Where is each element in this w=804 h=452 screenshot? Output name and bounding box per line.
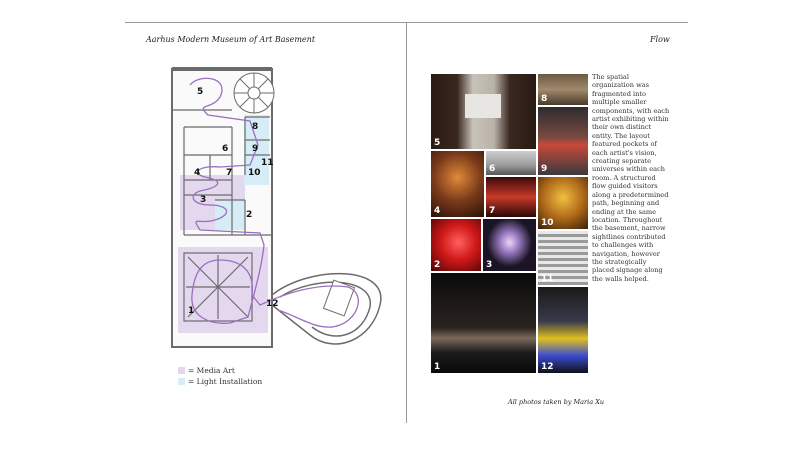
photo-11: 11 bbox=[538, 231, 588, 285]
legend-label: = Media Art bbox=[188, 366, 235, 375]
photo-4: 4 bbox=[431, 151, 484, 217]
photo-8: 8 bbox=[538, 74, 588, 105]
room-label-12: 12 bbox=[266, 299, 279, 309]
light-installation-zone-2 bbox=[215, 200, 245, 230]
photo-5: 5 bbox=[431, 74, 536, 149]
page-title-right: Flow bbox=[650, 35, 670, 44]
room-number-labels: 5 8 6 9 11 4 7 10 3 2 1 12 bbox=[188, 87, 279, 316]
photo-label: 12 bbox=[541, 362, 554, 372]
photo-credit: All photos taken by Maria Xu bbox=[508, 398, 605, 406]
room-label-6: 6 bbox=[222, 144, 228, 154]
photo-label: 10 bbox=[541, 218, 554, 228]
legend-light-installation: = Light Installation bbox=[178, 377, 262, 386]
visitor-path bbox=[189, 77, 359, 328]
room-label-5: 5 bbox=[197, 87, 203, 97]
room-label-10: 10 bbox=[248, 168, 261, 178]
center-divider bbox=[406, 23, 407, 423]
page-title-left: Aarhus Modern Museum of Art Basement bbox=[146, 35, 316, 44]
room-label-7: 7 bbox=[226, 168, 232, 178]
photo-label: 4 bbox=[434, 206, 441, 216]
room-label-8: 8 bbox=[252, 122, 258, 132]
legend-media-art: = Media Art bbox=[178, 366, 235, 375]
ramp-wing bbox=[271, 272, 382, 345]
spiral-stair bbox=[233, 72, 275, 114]
legend-label: = Light Installation bbox=[188, 377, 263, 386]
room-label-2: 2 bbox=[246, 210, 252, 220]
photo-label: 9 bbox=[541, 164, 548, 174]
photo-label: 3 bbox=[486, 260, 493, 270]
room-label-9: 9 bbox=[252, 144, 258, 154]
room-label-3: 3 bbox=[200, 195, 206, 205]
room-label-4: 4 bbox=[194, 168, 200, 178]
photo-7: 7 bbox=[486, 177, 536, 217]
photo-label: 1 bbox=[434, 362, 441, 372]
photo-9: 9 bbox=[538, 107, 588, 175]
photo-6: 6 bbox=[486, 151, 536, 175]
top-rule bbox=[125, 22, 688, 23]
body-text: The spatial organization was fragmented … bbox=[592, 73, 670, 283]
photo-10: 10 bbox=[538, 177, 588, 229]
photo-label: 11 bbox=[541, 274, 554, 284]
photo-label: 7 bbox=[489, 206, 496, 216]
floor-plan: 5 8 6 9 11 4 7 10 3 2 1 12 bbox=[171, 67, 382, 348]
media-art-swatch bbox=[178, 367, 185, 374]
photo-1: 1 bbox=[431, 273, 536, 373]
photo-label: 5 bbox=[434, 138, 441, 148]
photo-label: 2 bbox=[434, 260, 441, 270]
photo-3: 3 bbox=[483, 219, 536, 271]
light-installation-swatch bbox=[178, 378, 185, 385]
top-wall bbox=[172, 67, 272, 71]
photo-label: 6 bbox=[489, 164, 496, 174]
photo-label: 8 bbox=[541, 94, 548, 104]
photo-12: 12 bbox=[538, 287, 588, 373]
room-label-11: 11 bbox=[261, 158, 274, 168]
photo-2: 2 bbox=[431, 219, 481, 271]
room-label-1: 1 bbox=[188, 306, 194, 316]
